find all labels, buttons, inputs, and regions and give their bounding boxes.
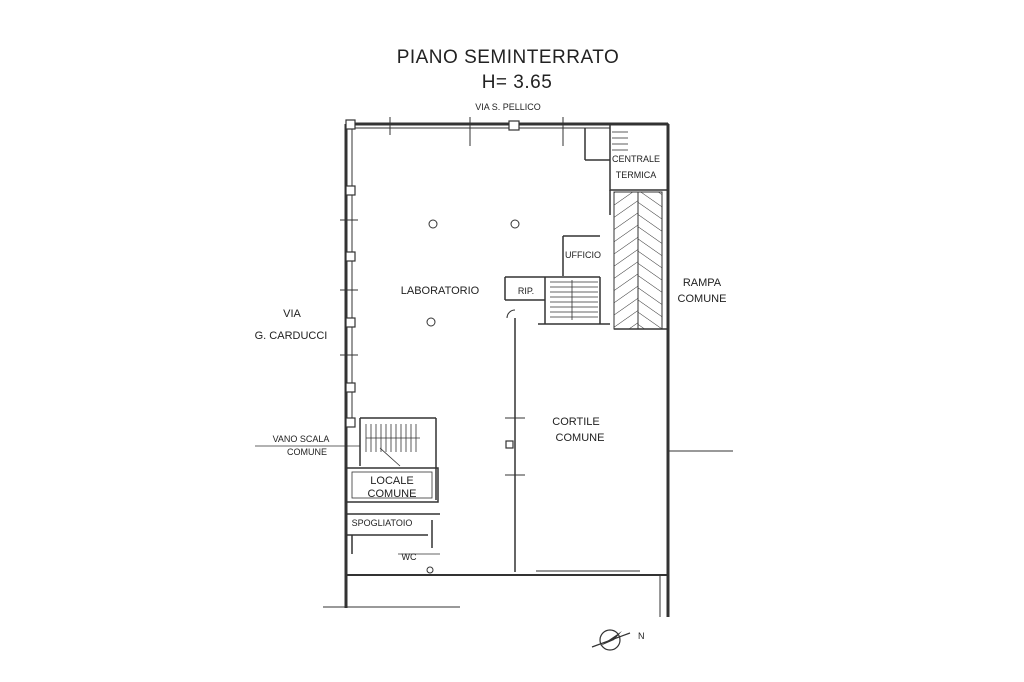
ufficio-walls xyxy=(562,235,600,276)
ramp-hatch xyxy=(613,191,668,330)
locale-label-1: LOCALE xyxy=(370,475,413,487)
ufficio-label: UFFICIO xyxy=(565,250,601,260)
door-swing-rip xyxy=(506,309,516,319)
wall-columns xyxy=(345,119,520,449)
vano-scala-treads xyxy=(365,424,420,467)
compass-north-label: N xyxy=(638,631,645,641)
centrale-label-2: TERMICA xyxy=(616,170,657,180)
vano-scala-label-1: VANO SCALA xyxy=(273,434,330,444)
plan-height: H= 3.65 xyxy=(482,72,553,93)
rampa-label-1: RAMPA xyxy=(683,277,722,289)
interior-columns xyxy=(426,219,520,327)
spogliatoio-walls xyxy=(346,513,440,554)
plan-title: PIANO SEMINTERRATO xyxy=(397,47,620,68)
locale-comune-walls xyxy=(345,467,439,503)
rampa-label-2: COMUNE xyxy=(678,293,727,305)
compass-icon xyxy=(591,629,631,651)
cortile-label-1: CORTILE xyxy=(552,416,599,428)
cortile-label-2: COMUNE xyxy=(556,432,605,444)
laboratorio-label: LABORATORIO xyxy=(401,285,480,297)
street-label-top: VIA S. PELLICO xyxy=(475,102,541,112)
wc-label: WC xyxy=(402,552,417,562)
stair-block-walls xyxy=(504,276,610,572)
outer-walls xyxy=(323,122,733,617)
centrale-termica-walls xyxy=(584,123,669,215)
centrale-label-1: CENTRALE xyxy=(612,154,660,164)
street-label-left-2: G. CARDUCCI xyxy=(255,330,328,342)
cortile-ticks xyxy=(505,417,525,476)
street-label-left-1: VIA xyxy=(283,308,301,320)
ripostiglio-label: RIP. xyxy=(518,286,534,296)
vano-scala-label-2: COMUNE xyxy=(287,447,327,457)
locale-label-2: COMUNE xyxy=(368,488,417,500)
spogliatoio-label: SPOGLIATOIO xyxy=(352,518,413,528)
main-stair-treads xyxy=(550,280,598,320)
vano-scala-walls xyxy=(359,417,437,500)
window-marks xyxy=(340,117,564,356)
small-stair xyxy=(612,131,628,151)
wc-fixture xyxy=(426,566,434,574)
